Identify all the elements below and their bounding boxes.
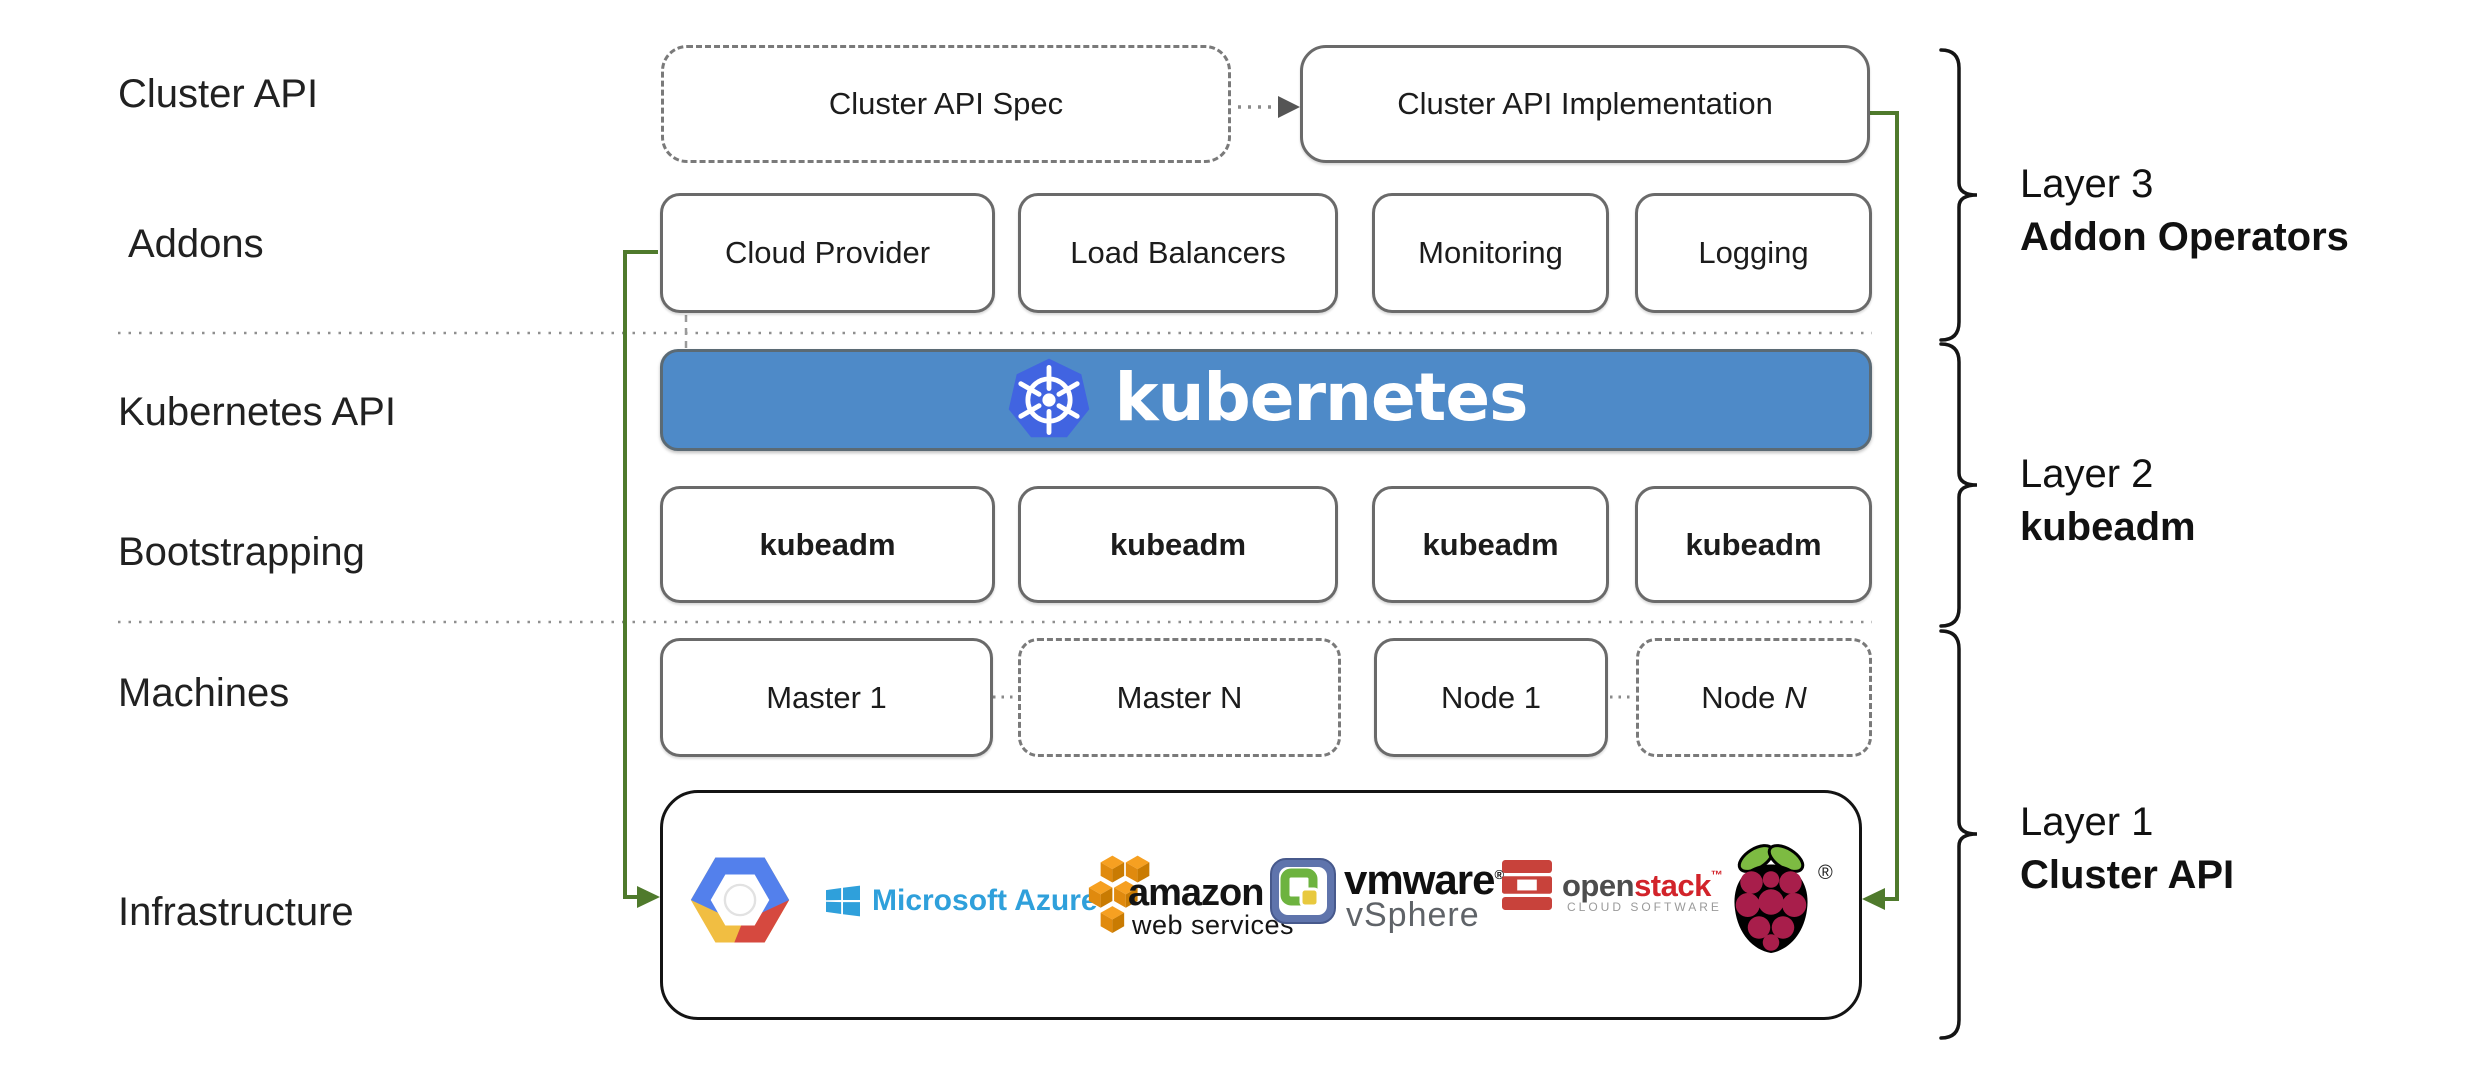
aws-cubes-icon xyxy=(1088,855,1150,933)
layer3-annotation: Layer 3 Addon Operators xyxy=(2020,158,2349,264)
addon-box-cloud-provider: Cloud Provider xyxy=(660,193,995,313)
machine-box-node-n: Node N xyxy=(1636,638,1872,757)
layer1-brace xyxy=(1939,629,1978,1040)
green-connector-left xyxy=(623,250,658,899)
vmware-registered-mark: ® xyxy=(1494,867,1504,882)
machine-box-master-n: Master N xyxy=(1018,638,1341,757)
openstack-wordmark-stack: stack xyxy=(1634,868,1711,903)
layer3-title: Layer 3 xyxy=(2020,162,2154,206)
kubeadm-box-3: kubeadm xyxy=(1372,486,1609,603)
row-label-cluster-api: Cluster API xyxy=(118,72,319,116)
vmware-wordmark-text: vmware xyxy=(1344,856,1495,903)
green-connector-right xyxy=(1870,111,1899,901)
vsphere-wordmark: vSphere xyxy=(1346,896,1480,934)
row-label-machines: Machines xyxy=(118,671,290,715)
cluster-api-implementation-box: Cluster API Implementation xyxy=(1300,45,1870,163)
azure-wordmark: Microsoft Azure xyxy=(872,884,1098,917)
cluster-api-spec-box: Cluster API Spec xyxy=(661,45,1231,163)
layer2-annotation: Layer 2 kubeadm xyxy=(2020,448,2196,554)
layer1-annotation: Layer 1 Cluster API xyxy=(2020,796,2234,902)
layer3-brace xyxy=(1939,48,1978,342)
aws-webservices-wordmark: web services xyxy=(1132,910,1295,940)
row-label-infrastructure: Infrastructure xyxy=(118,890,354,934)
kubernetes-wheel-icon xyxy=(1008,358,1089,438)
kubeadm-box-4: kubeadm xyxy=(1635,486,1872,603)
addon-box-load-balancers: Load Balancers xyxy=(1018,193,1338,313)
layer1-title: Layer 1 xyxy=(2020,800,2154,844)
raspberry-pi-registered-mark: ® xyxy=(1818,862,1833,884)
green-arrowhead-left xyxy=(637,886,660,908)
azure-windows-icon xyxy=(826,885,860,917)
layer2-title: Layer 2 xyxy=(2020,452,2154,496)
openstack-trademark: ™ xyxy=(1710,868,1723,882)
kubernetes-wordmark: kubernetes xyxy=(1114,358,1529,436)
row-label-kubernetes-api: Kubernetes API xyxy=(118,390,396,434)
openstack-cloud-software-tagline: CLOUD SOFTWARE xyxy=(1560,900,1728,914)
openstack-icon xyxy=(1502,860,1552,910)
vmware-wordmark: vmware® xyxy=(1344,856,1504,904)
machine-box-master-1: Master 1 xyxy=(660,638,993,757)
raspberry-pi-icon xyxy=(1734,844,1808,953)
green-arrowhead-right xyxy=(1862,888,1885,910)
layer2-brace xyxy=(1939,342,1978,628)
google-cloud-icon xyxy=(690,857,790,943)
microsoft-azure-logo: Microsoft Azure xyxy=(826,884,1098,918)
kubernetes-banner: kubernetes xyxy=(660,349,1872,451)
machine-box-node-1: Node 1 xyxy=(1374,638,1608,757)
row-label-bootstrapping: Bootstrapping xyxy=(118,530,365,574)
layer2-subtitle: kubeadm xyxy=(2020,505,2196,549)
openstack-wordmark: openstack™ xyxy=(1562,868,1723,904)
addon-box-logging: Logging xyxy=(1635,193,1872,313)
layer3-subtitle: Addon Operators xyxy=(2020,215,2349,259)
openstack-wordmark-open: open xyxy=(1562,868,1635,903)
machine-box-node-n-italic: N xyxy=(1784,679,1807,715)
layer1-subtitle: Cluster API xyxy=(2020,853,2235,897)
machine-box-node-n-label: Node xyxy=(1701,679,1776,715)
row-label-addons: Addons xyxy=(128,222,264,266)
addon-box-monitoring: Monitoring xyxy=(1372,193,1609,313)
kubeadm-box-1: kubeadm xyxy=(660,486,995,603)
vmware-icon xyxy=(1270,858,1336,924)
kubeadm-box-2: kubeadm xyxy=(1018,486,1338,603)
spec-to-impl-arrowhead xyxy=(1278,96,1300,118)
openstack-tagline-text: CLOUD SOFTWARE xyxy=(1567,900,1722,914)
aws-amazon-wordmark: amazon xyxy=(1128,872,1264,914)
